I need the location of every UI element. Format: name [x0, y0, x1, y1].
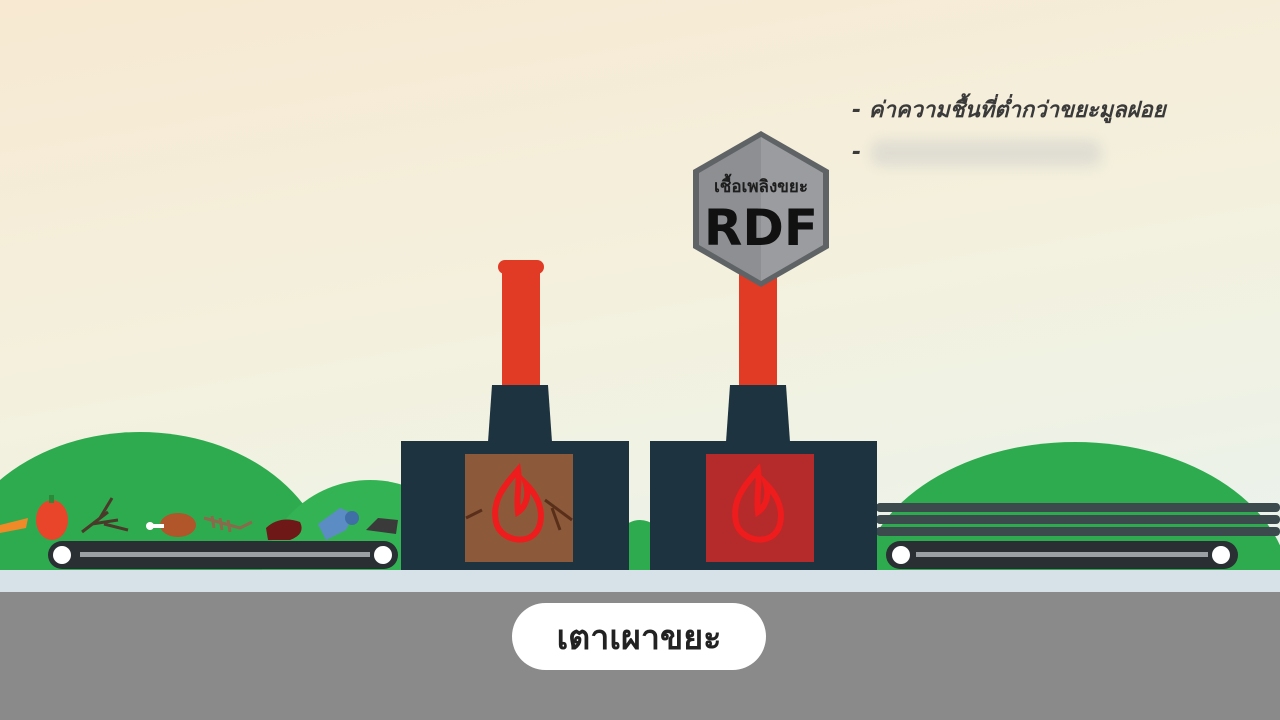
left-conveyor-belt [48, 541, 398, 569]
rdf-pellets [876, 503, 1280, 536]
rdf-badge: เชื้อเพลิงขยะ RDF [693, 131, 829, 287]
right-conveyor-belt [886, 541, 1238, 569]
blurred-text [871, 140, 1102, 166]
note-line-2: - [852, 140, 1102, 166]
incinerator-factory-2 [650, 262, 877, 570]
road-strip [0, 570, 1280, 592]
note-line-1: - ค่าความชื้นที่ต่ำกว่าขยะมูลฝอย [852, 98, 1166, 123]
caption-label: เตาเผาขยะ [512, 603, 766, 670]
caption-text: เตาเผาขยะ [556, 617, 722, 658]
rdf-badge-small-text: เชื้อเพลิงขยะ [714, 173, 808, 197]
waste-items [0, 495, 398, 540]
rdf-badge-big-text: RDF [704, 199, 818, 257]
note-line-2-dash: - [852, 140, 862, 165]
incinerator-factory-1 [401, 260, 629, 570]
